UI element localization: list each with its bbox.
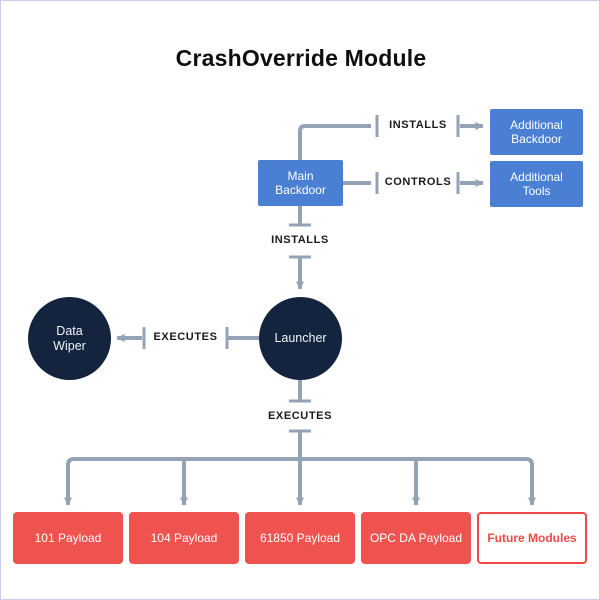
edge-label-installs-top: INSTALLS: [389, 119, 447, 131]
node-main-backdoor[interactable]: Main Backdoor: [258, 160, 343, 206]
edge-label-controls: CONTROLS: [384, 176, 452, 188]
page-title: CrashOverride Module: [175, 45, 427, 71]
node-additional-backdoor-line2: Backdoor: [511, 132, 562, 146]
node-future-modules-label: Future Modules: [487, 530, 577, 545]
node-payload-104-label: 104 Payload: [150, 530, 218, 545]
node-payload-104[interactable]: 104 Payload: [129, 512, 239, 564]
edge-backdoor-to-installs: [298, 124, 371, 160]
node-main-backdoor-line1: Main: [287, 168, 314, 183]
node-additional-backdoor-line1: Additional: [510, 117, 563, 132]
node-payload-61850-label: 61850 Payload: [259, 530, 341, 545]
node-payload-opc-da-label: OPC DA Payload: [369, 530, 463, 545]
node-launcher-label: Launcher: [274, 331, 327, 345]
node-additional-tools[interactable]: Additional Tools: [490, 161, 583, 207]
node-payload-opc-da[interactable]: OPC DA Payload: [361, 512, 471, 564]
node-additional-tools-line1: Additional: [510, 169, 563, 184]
node-main-backdoor-line2: Backdoor: [275, 183, 326, 197]
node-additional-backdoor[interactable]: Additional Backdoor: [490, 109, 583, 155]
edge-label-installs-launcher: INSTALLS: [271, 234, 329, 246]
node-future-modules[interactable]: Future Modules: [477, 512, 587, 564]
node-launcher[interactable]: Launcher: [259, 297, 342, 380]
node-additional-tools-line2: Tools: [522, 184, 551, 198]
node-payload-101-label: 101 Payload: [34, 530, 102, 545]
node-data-wiper-line2: Wiper: [53, 338, 86, 353]
node-payload-61850[interactable]: 61850 Payload: [245, 512, 355, 564]
node-payload-101[interactable]: 101 Payload: [13, 512, 123, 564]
edge-label-executes-wiper: EXECUTES: [153, 331, 218, 343]
node-data-wiper-line1: Data: [56, 323, 83, 338]
edge-label-executes-payloads: EXECUTES: [267, 410, 333, 422]
node-data-wiper[interactable]: Data Wiper: [28, 297, 111, 380]
